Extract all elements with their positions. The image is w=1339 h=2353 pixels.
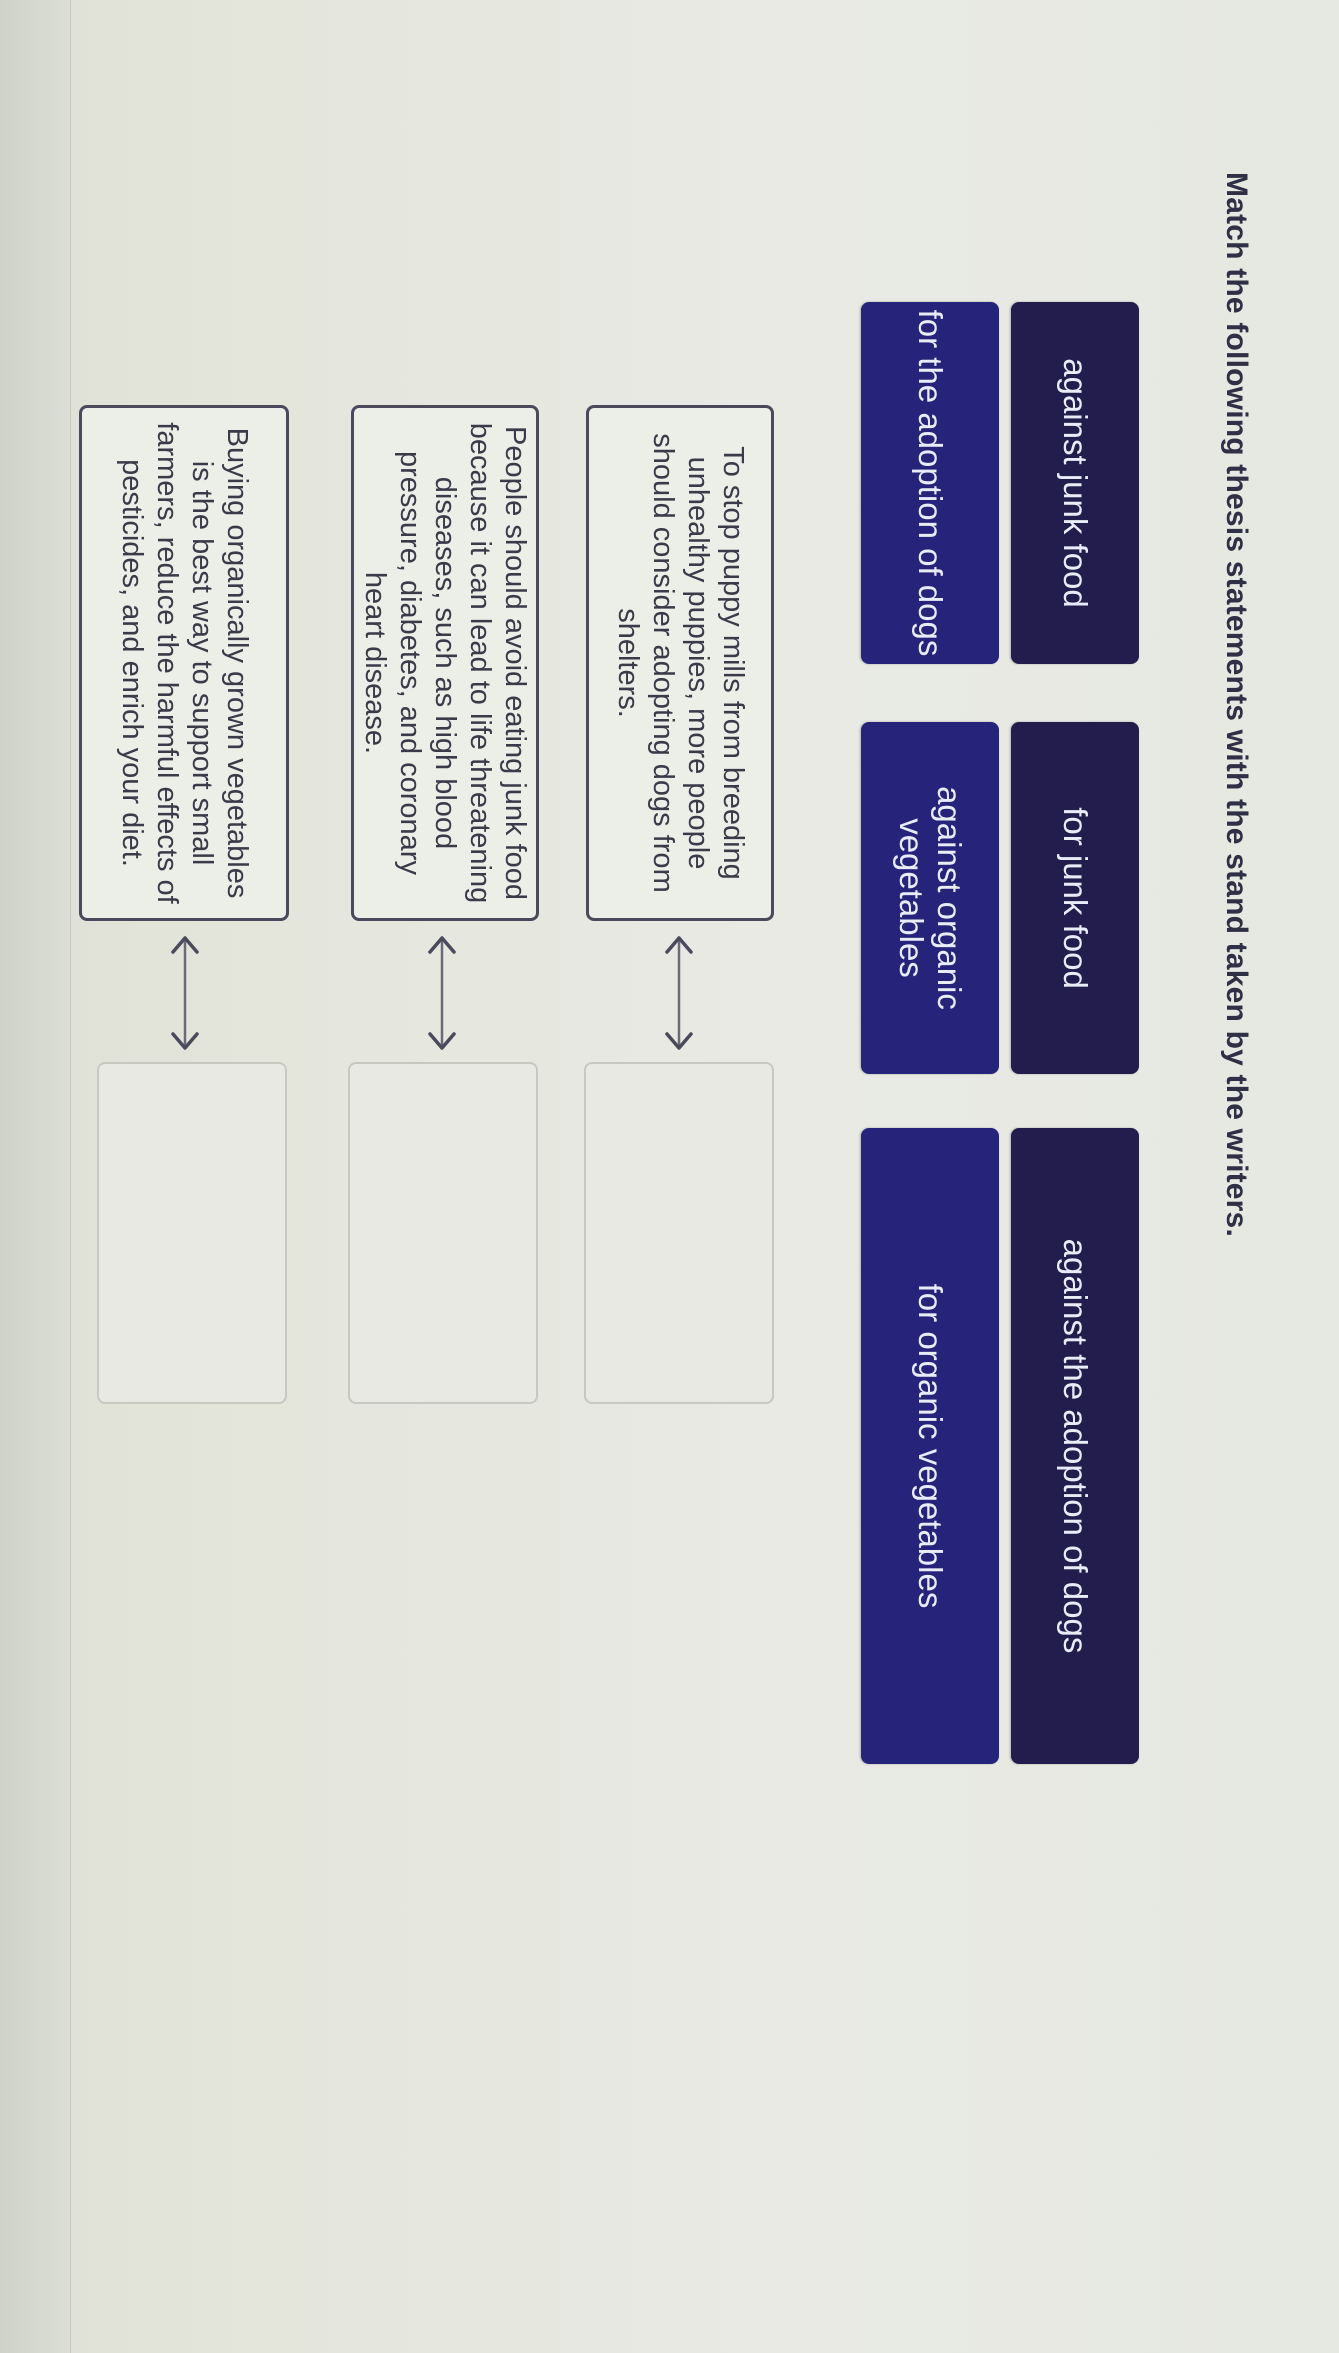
drop-target-1[interactable] [584, 1062, 774, 1404]
thesis-statement-1: To stop puppy mills from breeding unheal… [586, 405, 774, 921]
drop-target-3[interactable] [97, 1062, 287, 1404]
tile-for-organic-vegetables[interactable]: for organic vegetables [861, 1128, 999, 1764]
double-arrow-icon [665, 936, 693, 1050]
tile-label: against the adoption of dogs [1057, 1238, 1094, 1654]
screen-bottom-edge [0, 0, 71, 2353]
statement-text: Buying organically grown vegetables is t… [116, 422, 253, 904]
tile-against-adoption-of-dogs[interactable]: against the adoption of dogs [1011, 1128, 1139, 1764]
tile-for-junk-food[interactable]: for junk food [1011, 722, 1139, 1074]
tile-label: for the adoption of dogs [912, 309, 949, 657]
tile-against-organic-vegetables[interactable]: against organic vegetables [861, 722, 999, 1074]
double-arrow-icon [428, 936, 456, 1050]
tile-for-adoption-of-dogs[interactable]: for the adoption of dogs [861, 302, 999, 664]
double-arrow-icon [171, 936, 199, 1050]
tile-label: for organic vegetables [912, 1283, 949, 1609]
drop-target-2[interactable] [348, 1062, 538, 1404]
tile-label: against junk food [1057, 358, 1094, 608]
question-instructions: Match the following thesis statements wi… [1220, 172, 1253, 1237]
tile-against-junk-food[interactable]: against junk food [1011, 302, 1139, 664]
tile-label: against organic vegetables [893, 786, 968, 1010]
tile-label: for junk food [1057, 807, 1094, 989]
statement-text: To stop puppy mills from breeding unheal… [612, 433, 749, 893]
thesis-statement-3: Buying organically grown vegetables is t… [79, 405, 289, 921]
statement-text: People should avoid eating junk food bec… [359, 422, 532, 904]
thesis-statement-2: People should avoid eating junk food bec… [351, 405, 539, 921]
